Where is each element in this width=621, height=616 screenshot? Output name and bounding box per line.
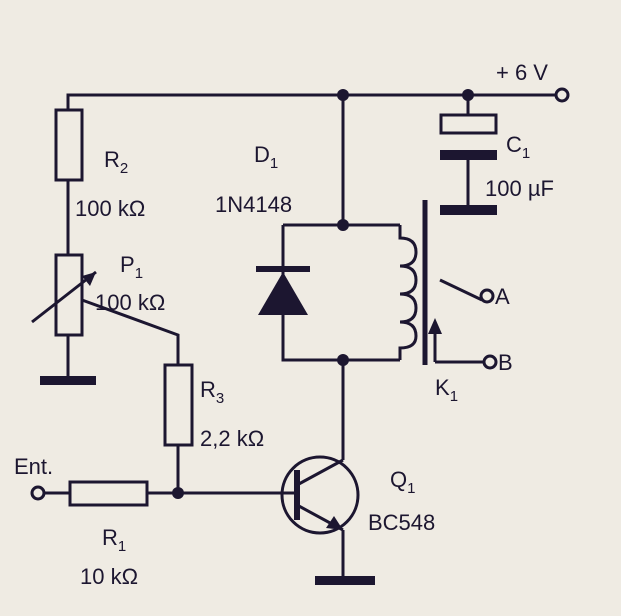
junction-dots [172, 89, 474, 499]
transistor-q1 [280, 455, 360, 535]
terminal-a [479, 288, 495, 304]
resistor-r2 [54, 108, 84, 182]
diode-d1 [256, 266, 310, 315]
r3-label: R3 [200, 377, 224, 407]
terminal-b-label: B [498, 350, 513, 375]
r1-label: R1 [102, 525, 126, 555]
input-label: Ent. [14, 454, 53, 479]
k1-label: K1 [435, 375, 458, 405]
potentiometer-arrow-icon [31, 270, 97, 324]
q1-value: BC548 [368, 510, 435, 535]
input-terminal [30, 485, 46, 501]
potentiometer-p1 [54, 253, 84, 337]
terminal-a-label: A [495, 284, 510, 309]
terminal-b [482, 354, 498, 370]
capacitor-c1 [439, 113, 498, 215]
p1-label: P1 [120, 252, 143, 282]
d1-value: 1N4148 [215, 192, 292, 217]
wires [44, 93, 556, 580]
r2-label: R2 [104, 147, 128, 177]
relay-k1 [398, 200, 484, 365]
ground-symbol [40, 376, 96, 385]
q1-label: Q1 [390, 467, 415, 497]
p1-value: 100 kΩ [95, 290, 165, 315]
supply-terminal [554, 87, 570, 103]
resistor-r1 [68, 480, 149, 507]
r3-value: 2,2 kΩ [200, 426, 264, 451]
c1-label: C1 [506, 132, 530, 162]
resistor-r3 [163, 363, 194, 447]
r1-value: 10 kΩ [80, 564, 138, 589]
ground-symbol [315, 576, 375, 585]
d1-label: D1 [254, 142, 278, 172]
c1-value: 100 µF [485, 176, 554, 201]
r2-value: 100 kΩ [75, 196, 145, 221]
supply-label: + 6 V [496, 60, 548, 85]
